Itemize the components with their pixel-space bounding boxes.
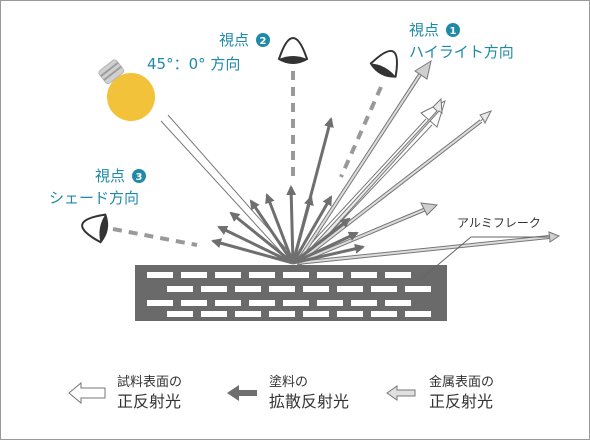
viewpoint-1-num: 1: [450, 26, 457, 37]
viewpoint-1-desc: ハイライト方向: [409, 43, 514, 61]
flake-brick: [201, 286, 227, 292]
view-lines: [112, 71, 383, 247]
flake-brick: [235, 311, 261, 317]
substrate: [135, 265, 447, 321]
legend-item-sample-specular: 試料表面の 正反射光: [68, 374, 182, 411]
eye-icon: [369, 50, 398, 78]
flake-brick: [385, 300, 411, 306]
flake-brick: [269, 286, 295, 292]
legend-item-diffuse: 塗料の 拡散反射光: [227, 374, 349, 411]
flake-brick: [249, 300, 275, 306]
flake-brick: [283, 272, 309, 278]
flake-brick: [215, 300, 241, 306]
viewpoint-2-desc: 45°：0° 方向: [147, 55, 240, 73]
legend-line1: 塗料の: [269, 374, 308, 390]
flake-brick: [147, 272, 173, 278]
flake-leader: [420, 236, 549, 280]
flake-brick: [303, 286, 329, 292]
flake-brick: [283, 300, 309, 306]
viewpoint-2-label: 視点: [219, 31, 249, 49]
flake-brick: [317, 300, 343, 306]
viewpoint-1-label: 視点: [409, 21, 439, 39]
flake-brick: [385, 272, 411, 278]
legend: 試料表面の 正反射光 塗料の 拡散反射光 金属表面の 正反射光: [68, 374, 494, 411]
number-badge: [256, 33, 270, 47]
viewpoint-3-label: 視点: [95, 167, 125, 185]
flake-brick: [201, 311, 227, 317]
flake-brick: [167, 286, 193, 292]
flake-brick: [405, 286, 431, 292]
metal-specular-arrows: [295, 59, 561, 266]
flake-brick: [303, 311, 329, 317]
flake-brick: [337, 311, 363, 317]
flake-brick: [249, 272, 275, 278]
viewpoint-2: 視点 2 45°：0° 方向: [147, 31, 270, 73]
viewpoint-1: 視点 1 ハイライト方向: [409, 21, 514, 61]
number-badge: [446, 23, 460, 37]
flake-brick: [317, 272, 343, 278]
flake-brick: [167, 311, 193, 317]
flake-brick: [351, 300, 377, 306]
legend-line2: 正反射光: [429, 392, 493, 411]
flake-brick: [371, 311, 397, 317]
legend-item-metal-specular: 金属表面の 正反射光: [386, 374, 494, 411]
viewpoint-3: 視点 3 シェード方向: [49, 167, 146, 207]
filled-arrow-icon: [227, 385, 257, 401]
flake-brick: [337, 286, 363, 292]
flake-brick: [351, 272, 377, 278]
light-bulb-icon: [98, 59, 155, 121]
number-badge: [132, 169, 146, 183]
flake-brick: [215, 272, 241, 278]
viewpoint-3-desc: シェード方向: [49, 189, 139, 207]
viewpoint-3-num: 3: [136, 172, 143, 183]
flake-brick: [181, 300, 207, 306]
diffuse-arrows: [211, 117, 365, 265]
gray-arrow-icon: [386, 385, 416, 401]
flake-label: アルミフレーク: [457, 216, 541, 230]
flake-brick: [269, 311, 295, 317]
viewpoint-2-num: 2: [260, 36, 267, 47]
flake-brick: [405, 311, 431, 317]
flake-brick: [181, 272, 207, 278]
legend-line1: 金属表面の: [429, 374, 494, 390]
legend-line1: 試料表面の: [117, 374, 182, 390]
flake-brick: [235, 286, 261, 292]
open-arrow-icon: [68, 381, 106, 405]
legend-line2: 拡散反射光: [269, 392, 349, 411]
flake-brick: [147, 300, 173, 306]
eye-icon: [277, 37, 309, 64]
eye-icon: [81, 213, 109, 244]
sample-specular-arrow: [292, 100, 446, 267]
flake-brick: [371, 286, 397, 292]
legend-line2: 正反射光: [117, 392, 181, 411]
